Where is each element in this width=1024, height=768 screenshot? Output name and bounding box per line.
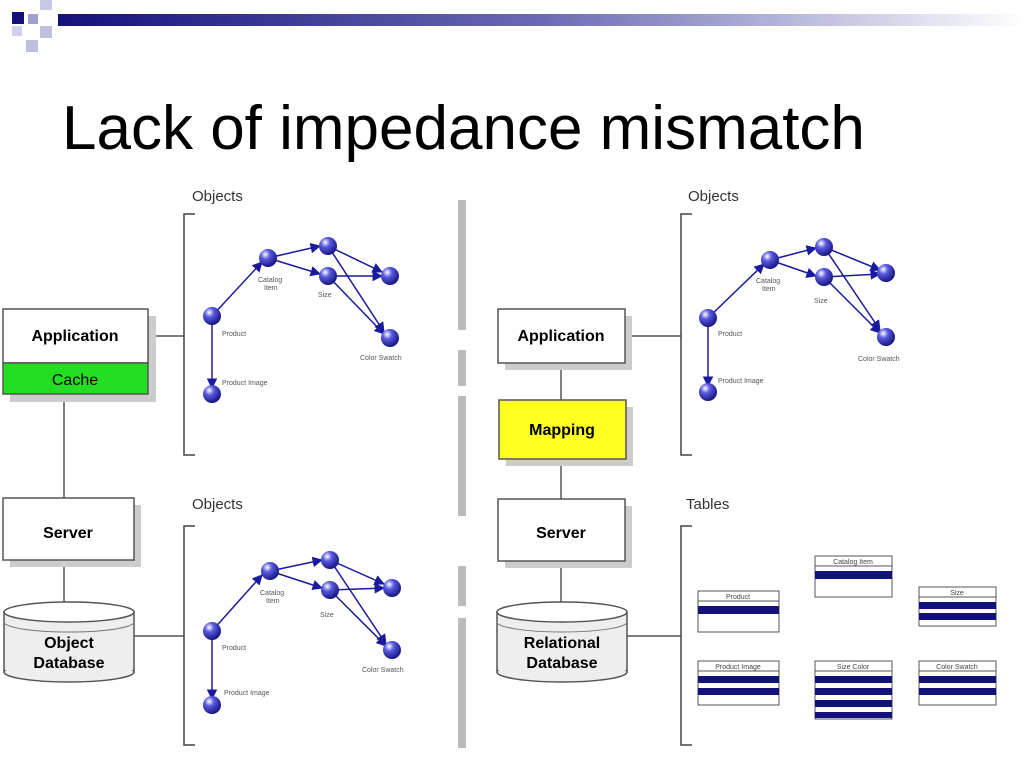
cache-label: Cache [52, 372, 98, 389]
product-image-label: Product Image [222, 380, 268, 387]
object-graph [206, 556, 387, 701]
graph-node [761, 251, 779, 269]
graph-node [381, 329, 399, 347]
graph-node [383, 641, 401, 659]
size-label: Size [814, 298, 828, 305]
application-box: Application [497, 308, 632, 370]
table-size: Size [918, 586, 997, 627]
architecture-diagram: Application Cache Server Object Database… [2, 188, 997, 748]
server-box: Server [2, 497, 141, 567]
graph-node [877, 328, 895, 346]
objects-bottom-bracket [183, 525, 195, 746]
application-label: Application [31, 328, 118, 345]
table-size-color: Size Color [814, 660, 893, 720]
graph-node [319, 237, 337, 255]
object-graph-nodes [699, 238, 895, 401]
server-label: Server [43, 525, 93, 542]
product-label: Product [222, 645, 246, 652]
catalog-item-label-line2: Item [762, 286, 776, 293]
objects-bottom-label: Objects [192, 496, 243, 513]
catalog-item-label-line1: Catalog [258, 277, 282, 284]
color-swatch-label: Color Swatch [858, 356, 900, 363]
product-label: Product [718, 331, 742, 338]
graph-node [699, 383, 717, 401]
tables-bracket [680, 525, 692, 746]
catalog-item-label-line2: Item [266, 598, 280, 605]
graph-node [203, 307, 221, 325]
server-box: Server [497, 498, 632, 568]
graph-node [203, 696, 221, 714]
graph-node [321, 551, 339, 569]
application-label: Application [517, 328, 604, 345]
graph-node [203, 622, 221, 640]
object-graph [206, 243, 385, 390]
graph-node [203, 385, 221, 403]
database-label-line1: Relational [524, 635, 600, 652]
object-database-cylinder: Object Database [3, 601, 135, 683]
catalog-item-label-line2: Item [264, 285, 278, 292]
graph-node [319, 267, 337, 285]
mapping-box: Mapping [498, 399, 633, 466]
server-label: Server [536, 525, 586, 542]
objects-label: Objects [688, 188, 739, 205]
object-db-side: Application Cache Server Object Database… [2, 188, 404, 746]
database-label-line2: Database [33, 655, 104, 672]
cache-box: Cache [2, 362, 149, 395]
product-image-label: Product Image [718, 378, 764, 385]
slide-title: Lack of impedance mismatch [62, 94, 865, 163]
graph-node [815, 238, 833, 256]
color-swatch-label: Color Swatch [360, 355, 402, 362]
graph-node [381, 267, 399, 285]
objects-top-label: Objects [192, 188, 243, 205]
tables-label: Tables [686, 496, 729, 513]
size-label: Size [318, 292, 332, 299]
relational-side: Application Mapping Server Relational Da… [496, 188, 997, 746]
graph-node [259, 249, 277, 267]
table-catalog-item-label: Catalog Item [833, 559, 873, 566]
graph-node [815, 268, 833, 286]
graph-node [261, 562, 279, 580]
table-product-label: Product [726, 594, 750, 601]
table-size-label: Size [950, 590, 964, 597]
objects-bracket [680, 213, 692, 456]
product-image-label: Product Image [224, 690, 270, 697]
table-product-image-label: Product Image [715, 664, 761, 671]
table-size-color-label: Size Color [837, 664, 870, 671]
relational-database-cylinder: Relational Database [496, 601, 628, 683]
table-catalog-item: Catalog Item [814, 555, 893, 598]
graph-node [321, 581, 339, 599]
graph-node [383, 579, 401, 597]
mapping-label: Mapping [529, 422, 595, 439]
slide-corner-decoration [12, 0, 1024, 52]
color-swatch-label: Color Swatch [362, 667, 404, 674]
table-color-swatch: Color Swatch [918, 660, 997, 706]
graph-node [699, 309, 717, 327]
product-label: Product [222, 331, 246, 338]
center-divider [458, 200, 466, 748]
object-graph-nodes [203, 237, 399, 403]
database-label-line1: Object [44, 635, 94, 652]
catalog-item-label-line1: Catalog [756, 278, 780, 285]
catalog-item-label-line1: Catalog [260, 590, 284, 597]
size-label: Size [320, 612, 334, 619]
table-product: Product [697, 590, 780, 633]
table-color-swatch-label: Color Swatch [936, 664, 978, 671]
database-label-line2: Database [526, 655, 597, 672]
graph-node [877, 264, 895, 282]
table-product-image: Product Image [697, 660, 780, 706]
object-graph-nodes [203, 551, 401, 714]
object-graph [702, 245, 882, 388]
objects-top-bracket [183, 213, 195, 456]
